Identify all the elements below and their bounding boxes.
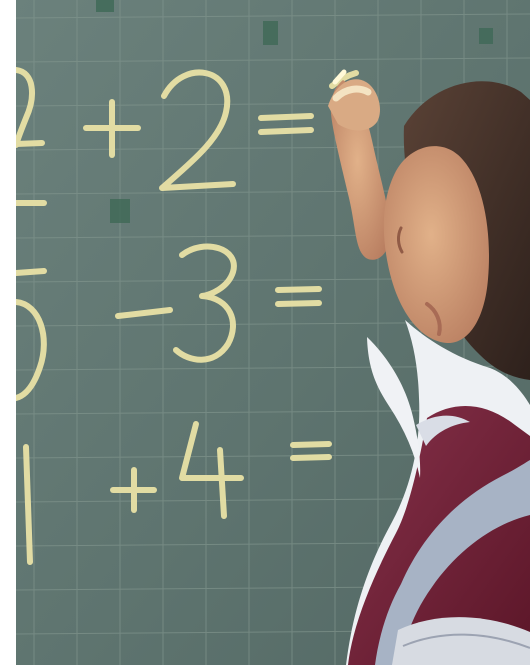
chalkboard-scene (16, 0, 530, 665)
photo (16, 0, 530, 665)
left-margin (0, 0, 16, 665)
chalk-piece-icon (332, 69, 347, 85)
board-marks (96, 0, 493, 223)
child-writing-icon (328, 79, 530, 665)
chalk-equation-icon (16, 67, 359, 565)
